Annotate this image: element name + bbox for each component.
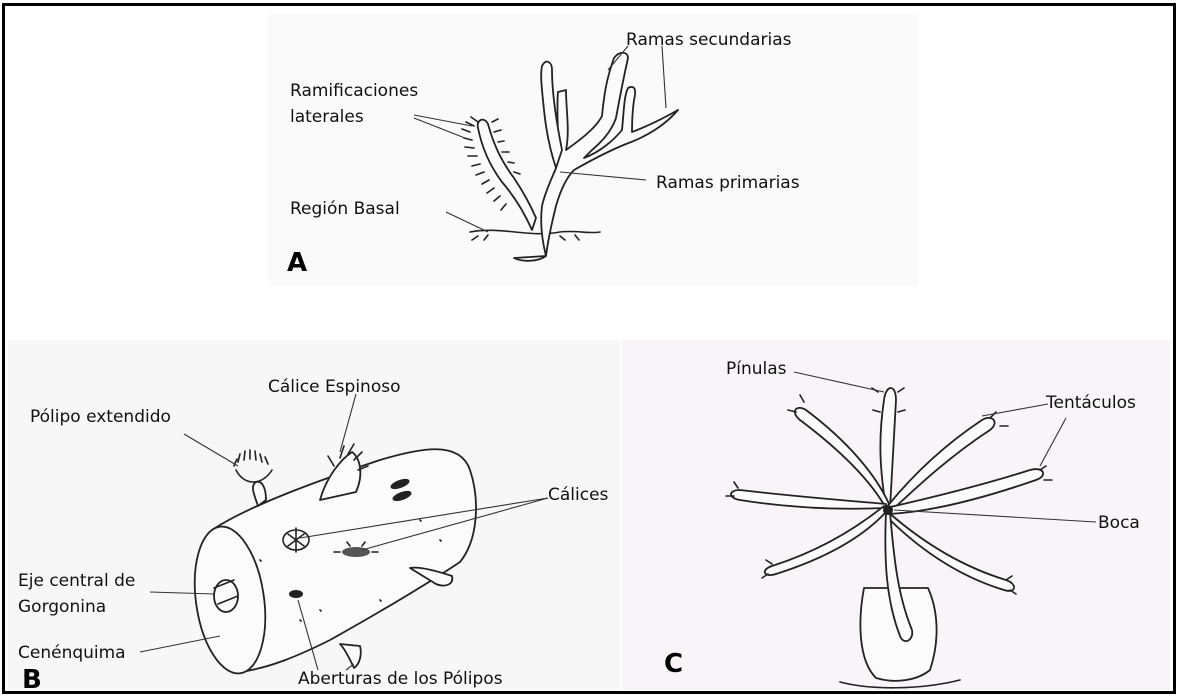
label-ramas-primarias: Ramas primarias [656, 173, 800, 193]
label-boca: Boca [1098, 513, 1140, 533]
label-eje-central: Eje central de [18, 571, 135, 591]
label-region-basal: Región Basal [290, 199, 400, 219]
label-tentaculos: Tentáculos [1045, 393, 1136, 413]
label-calice-espinoso: Cálice Espinoso [268, 377, 401, 397]
label-gorgonina: Gorgonina [18, 597, 106, 617]
panel-b-letter: B [22, 665, 42, 695]
label-cenenquima: Cenénquima [18, 643, 126, 663]
label-calices: Cálices [548, 485, 609, 505]
label-ramas-secundarias: Ramas secundarias [626, 30, 792, 50]
label-aberturas: Aberturas de los Pólipos [298, 669, 503, 689]
panel-c-letter: C [664, 649, 683, 679]
label-ramificaciones: Ramificaciones [290, 81, 418, 101]
label-polipo-extendido: Pólipo extendido [30, 407, 171, 427]
label-pinulas: Pínulas [726, 359, 787, 379]
label-laterales: laterales [290, 107, 364, 127]
panel-a-letter: A [287, 248, 307, 278]
